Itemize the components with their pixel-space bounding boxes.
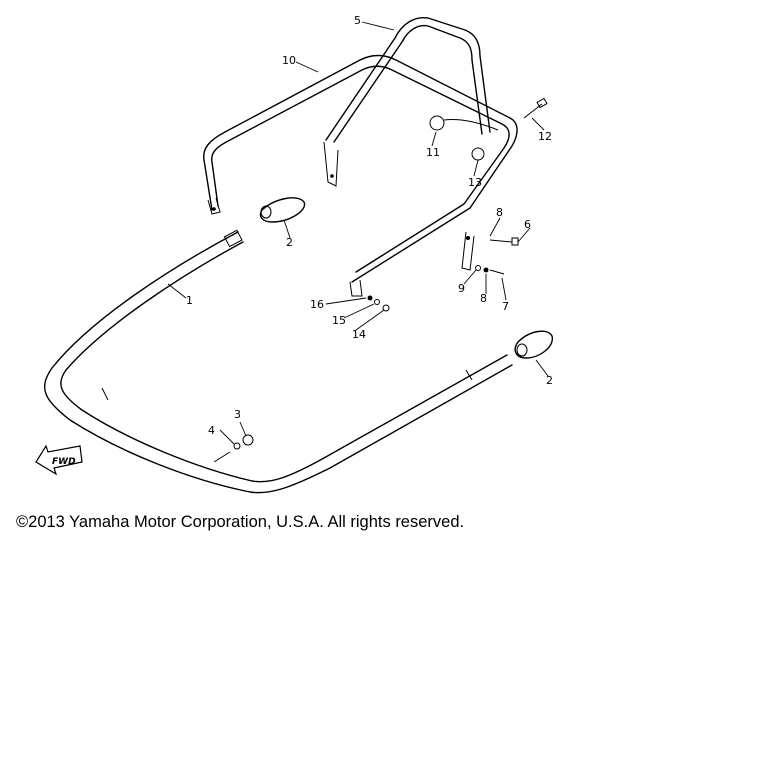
callout-7: 7 [502,300,509,313]
callout-8-lower: 8 [480,292,487,305]
leader-lines [167,21,549,445]
callout-5: 5 [354,14,361,27]
callout-10: 10 [282,54,296,67]
callout-8-upper: 8 [496,206,503,219]
bumper-loop-part-1 [43,229,513,494]
end-cap-part-2-upper [259,197,306,223]
bolt-part-12 [523,97,548,119]
callout-15: 15 [332,314,346,327]
hoop-part-5 [323,17,491,187]
bracket-hardware [461,231,519,275]
callout-labels: 5 10 1 2 2 11 13 12 6 8 9 8 7 16 15 14 3… [186,14,553,437]
callout-13: 13 [468,176,482,189]
forward-arrow-icon: FWD [35,444,83,476]
callout-12: 12 [538,130,552,143]
callout-14: 14 [352,328,366,341]
callout-6: 6 [524,218,531,231]
callout-9: 9 [458,282,465,295]
grab-bar-part-10 [203,54,518,297]
callout-3: 3 [234,408,241,421]
callout-4: 4 [208,424,215,437]
fastener-3-4 [213,434,254,463]
bushing-part-13 [471,147,485,161]
callout-2-lower: 2 [546,374,553,387]
callout-16: 16 [310,298,324,311]
fwd-label: FWD [52,457,76,467]
callout-1: 1 [186,294,193,307]
nut-stack-14-16 [367,295,390,312]
copyright-notice: ©2013 Yamaha Motor Corporation, U.S.A. A… [16,513,465,531]
grommet-part-11 [429,115,499,131]
callout-11: 11 [426,146,440,159]
callout-2-upper: 2 [286,236,293,249]
end-cap-part-2-lower [514,330,554,359]
